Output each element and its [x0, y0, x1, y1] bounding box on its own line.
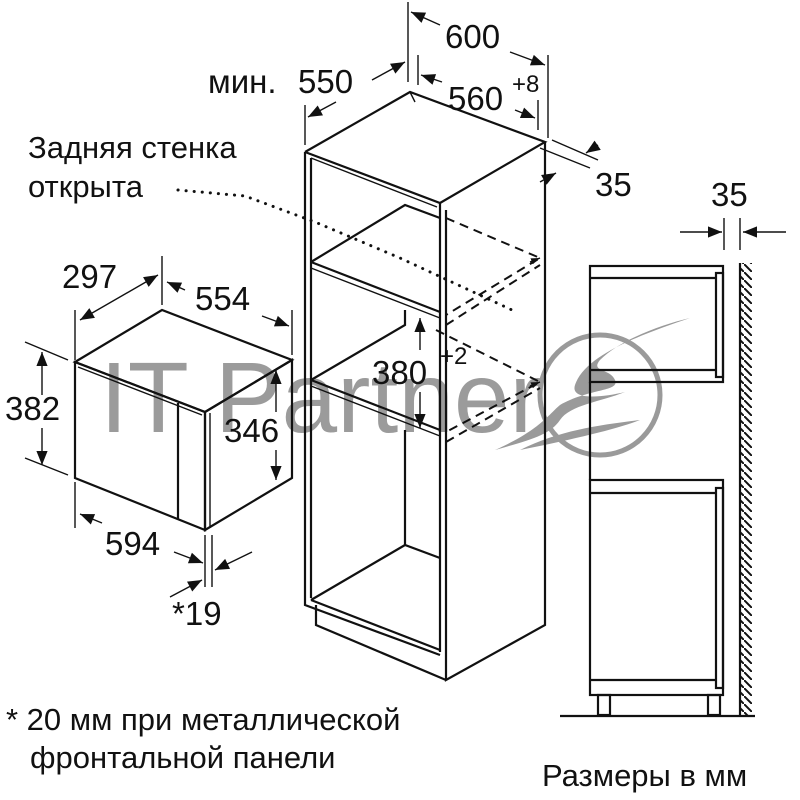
dim-niche-height-tolerance: +2 — [440, 343, 467, 370]
footnote-line1: * 20 мм при металлической — [6, 702, 400, 737]
appliance-drawing — [72, 308, 295, 532]
rear-wall-note-line2: открыта — [28, 169, 144, 204]
dim-appliance-height: 382 — [5, 390, 60, 427]
dim-appliance-front-width: 594 — [105, 525, 160, 562]
cabinet-dimensions: 600 мин. 550 560 +8 35 380 +2 — [208, 2, 632, 428]
rear-wall-note: Задняя стенка открыта — [28, 130, 514, 312]
appliance-dimensions: 297 554 382 346 594 *19 — [5, 256, 293, 632]
watermark-text: IT Partner — [100, 342, 543, 454]
dim-appliance-width: 554 — [195, 280, 250, 317]
dim-appliance-side-height: 346 — [224, 412, 279, 449]
dim-cabinet-outer-width: 600 — [445, 18, 500, 55]
dim-niche-height: 380 — [372, 354, 427, 391]
dim-niche-width-tolerance: +8 — [512, 71, 539, 98]
dim-front-thickness: *19 — [172, 595, 222, 632]
dim-appliance-depth: 297 — [62, 258, 117, 295]
rear-wall-note-line1: Задняя стенка — [28, 130, 237, 165]
units-label: Размеры в мм — [542, 758, 747, 793]
watermark: IT Partner — [100, 318, 690, 458]
footnote-line2: фронтальной панели — [30, 740, 336, 775]
dim-min-depth-prefix: мин. — [208, 63, 277, 100]
watermark-logo-icon — [495, 318, 690, 458]
dim-rear-gap: 35 — [595, 166, 632, 203]
dim-min-depth: 550 — [298, 63, 353, 100]
cabinet-drawing — [303, 90, 548, 682]
dim-wall-gap: 35 — [711, 176, 748, 213]
side-view-drawing: 35 — [560, 176, 786, 718]
dim-niche-width: 560 — [448, 80, 503, 117]
